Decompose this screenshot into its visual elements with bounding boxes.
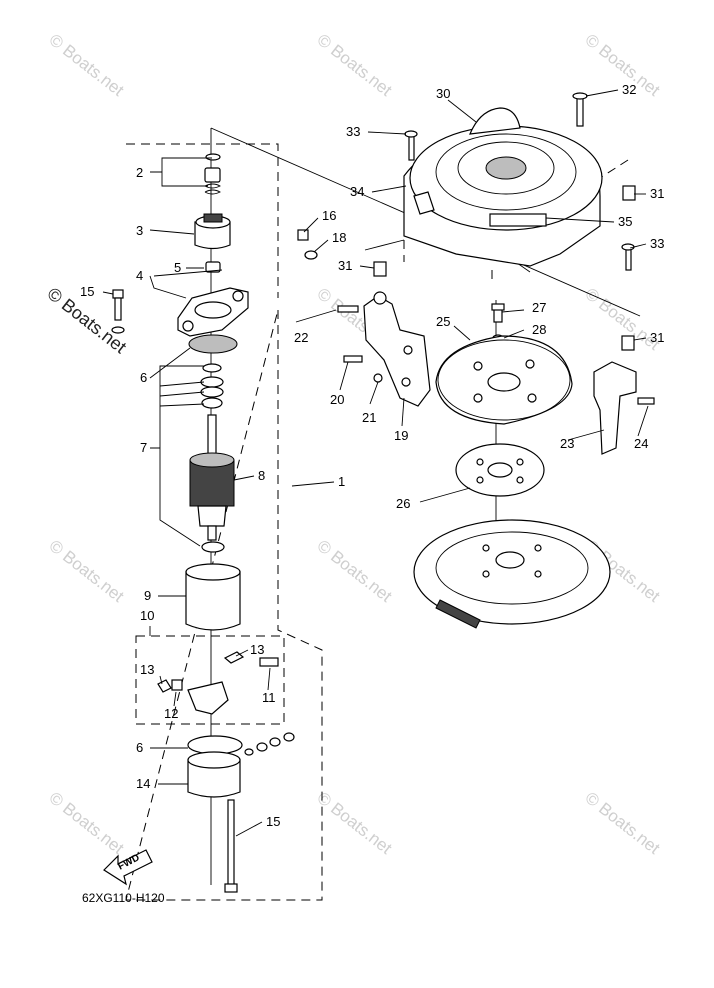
label-30: 30: [436, 86, 450, 101]
flywheel-cover: [297, 92, 636, 351]
label-31b: 31: [338, 258, 352, 273]
ignition-bracket: [337, 291, 655, 629]
watermark: © Boats.net: [314, 30, 396, 100]
part-labels: 2 3 5 4 15 6 7 8 1 9 10 13 13 11 12 6 14…: [80, 82, 664, 905]
watermark: © Boats.net: [582, 788, 664, 858]
brush-holder-boundary: [135, 635, 285, 725]
label-19: 18: [332, 230, 346, 245]
label-10: 10: [140, 608, 154, 623]
label-31c: 31: [650, 330, 664, 345]
label-31: 31: [650, 186, 664, 201]
label-26: 25: [436, 314, 450, 329]
starter-parts: [111, 153, 295, 893]
label-18: 16: [322, 208, 336, 223]
label-2: 2: [136, 165, 143, 180]
label-14: 14: [136, 776, 150, 791]
label-7: 7: [140, 440, 147, 455]
label-1: 1: [338, 474, 345, 489]
leader-lines: [102, 89, 649, 837]
watermark: © Boats.net: [314, 536, 396, 606]
label-32: 32: [622, 82, 636, 97]
label-28: 27: [532, 300, 546, 315]
label-13: 13: [250, 642, 264, 657]
label-21: 20: [330, 392, 344, 407]
label-9: 9: [144, 588, 151, 603]
cover-boundary-right: [403, 159, 629, 283]
label-6b: 6: [136, 740, 143, 755]
label-33: 33: [346, 124, 360, 139]
label-11: 11: [262, 690, 276, 705]
label-22: 21: [362, 410, 376, 425]
label-25: 24: [634, 436, 648, 451]
watermark: © Boats.net: [314, 788, 396, 858]
label-13b: 13: [140, 662, 154, 677]
label-16: 15: [80, 284, 94, 299]
label-12: 12: [164, 706, 178, 721]
starter-assembly-boundary: [125, 143, 323, 901]
label-15: 15: [266, 814, 280, 829]
label-33b: 33: [650, 236, 664, 251]
label-3: 3: [136, 223, 143, 238]
diagram-code: 62XG110-H120: [82, 891, 165, 905]
label-27: 26: [396, 496, 410, 511]
watermark: © Boats.net: [46, 536, 128, 606]
fwd-arrow: FWD: [103, 849, 153, 886]
label-34: 34: [350, 184, 364, 199]
label-29: 28: [532, 322, 546, 337]
label-35: 35: [618, 214, 632, 229]
label-8: 8: [258, 468, 265, 483]
label-24: 23: [560, 436, 574, 451]
watermark: © Boats.net: [46, 30, 128, 100]
label-23: 22: [294, 330, 308, 345]
label-4: 4: [136, 268, 143, 283]
label-6: 6: [140, 370, 147, 385]
label-5: 5: [174, 260, 181, 275]
watermark: © Boats.net: [46, 788, 128, 858]
label-20: 19: [394, 428, 408, 443]
